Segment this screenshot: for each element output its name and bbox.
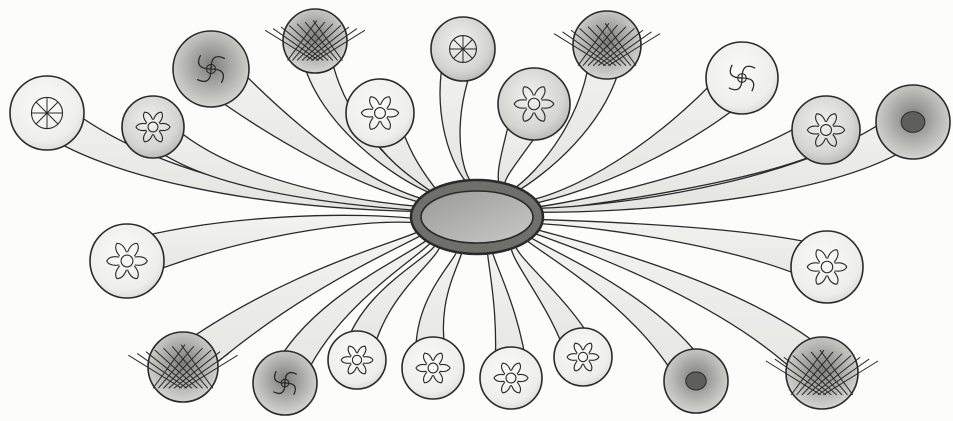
dot-icon [686, 372, 706, 390]
node-circle-flower [402, 337, 464, 399]
node-circle-flower [346, 79, 414, 147]
asterisk-icon [450, 36, 477, 63]
node-circle-pinwheel [706, 42, 778, 114]
node-circle-dot [664, 349, 728, 413]
node-circle-flower [791, 231, 863, 303]
node-circle-asterisk [431, 17, 495, 81]
node-circle-flower [480, 347, 542, 409]
dot-icon [901, 112, 925, 133]
node-circle-pinwheel [173, 31, 249, 107]
hub-inner-oval [421, 191, 533, 243]
node-circle-lattice [554, 11, 659, 79]
asterisk-icon [31, 97, 62, 128]
node-circle-dot [876, 85, 950, 159]
center-oval-hub [411, 180, 543, 254]
node-circle-lattice [265, 9, 364, 73]
node-circle-flower [498, 68, 570, 140]
node-circle-flower [792, 96, 860, 164]
node-circle-pinwheel [253, 351, 317, 415]
node-circle-flower [90, 224, 164, 298]
node-circle-asterisk [10, 76, 84, 150]
node-circle-flower [328, 331, 386, 389]
node-circle-flower [554, 328, 612, 386]
node-circle-flower [122, 96, 184, 158]
